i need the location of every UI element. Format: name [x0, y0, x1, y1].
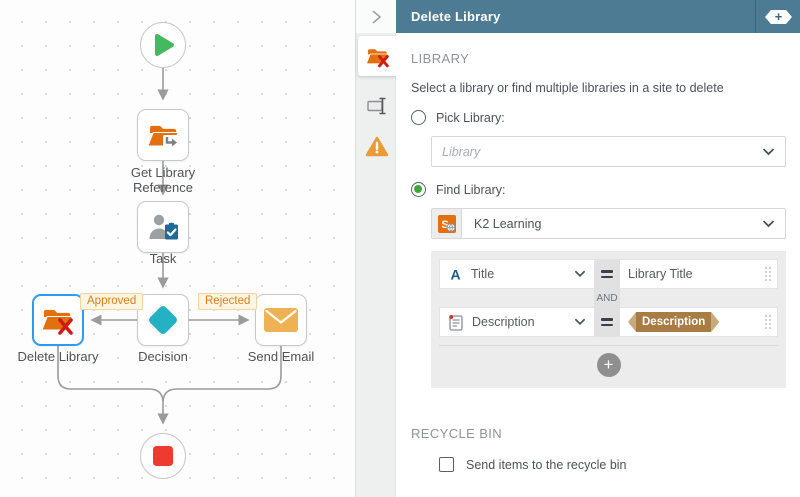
filter-row-description: Description Description: [439, 307, 778, 337]
filter-value-field[interactable]: Description: [620, 307, 778, 337]
tab-rename[interactable]: [358, 88, 396, 124]
site-icon-cell: S: [432, 209, 462, 238]
filter-value-field[interactable]: Library Title: [620, 259, 778, 289]
workflow-canvas[interactable]: Get Library Reference Task Decision: [0, 0, 355, 497]
folder-export-icon: [147, 125, 179, 149]
library-section-description: Select a library or find multiple librar…: [411, 81, 724, 95]
edge-label-rejected[interactable]: Rejected: [198, 293, 258, 310]
drag-handle-icon[interactable]: [763, 266, 773, 282]
filter-field-label: Description: [472, 315, 535, 329]
panel-body: LIBRARY Select a library or find multipl…: [396, 33, 800, 497]
folder-delete-icon: [41, 309, 73, 335]
folder-delete-icon: [365, 48, 389, 67]
properties-panel: Delete Library + LIBRARY Select a librar…: [355, 0, 800, 497]
find-library-dropdown[interactable]: S K2 Learning: [431, 208, 786, 239]
email-icon: [264, 308, 298, 332]
filter-operator-equals[interactable]: [594, 259, 620, 289]
send-email-node[interactable]: [255, 294, 307, 346]
filter-footer: +: [439, 345, 778, 380]
tab-warnings[interactable]: [358, 128, 396, 164]
filter-field-label: Title: [471, 267, 495, 281]
chevron-down-icon: [574, 270, 586, 278]
workflow-connectors: [57, 68, 282, 425]
svg-text:A: A: [450, 267, 460, 281]
svg-text:S: S: [441, 219, 448, 231]
chevron-down-icon: [762, 219, 775, 227]
user-task-icon: [149, 214, 178, 240]
filter-field-dropdown-description[interactable]: Description: [439, 307, 594, 337]
drag-handle-icon[interactable]: [763, 314, 773, 330]
filter-row-title: A Title Library Title: [439, 259, 778, 289]
sharepoint-site-icon: S: [437, 214, 456, 233]
library-filter-builder: A Title Library Title: [431, 251, 786, 388]
stop-icon: [153, 446, 173, 466]
tab-delete-library-settings[interactable]: [358, 36, 398, 76]
rename-icon: [366, 97, 385, 115]
find-library-label: Find Library:: [436, 182, 506, 197]
collapse-panel-button[interactable]: [356, 0, 396, 33]
text-field-icon: A: [450, 267, 460, 281]
recycle-bin-option[interactable]: Send items to the recycle bin: [439, 457, 785, 472]
pick-library-label: Pick Library:: [436, 110, 505, 125]
node-label: Task: [149, 251, 177, 266]
chevron-right-icon: [372, 9, 382, 24]
header-divider: [755, 0, 756, 33]
diamond-icon: [149, 306, 177, 334]
decision-node[interactable]: [137, 294, 189, 346]
pick-library-dropdown[interactable]: Library: [431, 136, 786, 167]
add-filter-button[interactable]: +: [596, 353, 621, 377]
chevron-down-icon: [574, 318, 586, 326]
delete-library-node[interactable]: [32, 294, 84, 346]
node-label: Get Library Reference: [130, 165, 196, 195]
panel-header: Delete Library +: [396, 0, 800, 33]
pick-library-option[interactable]: Pick Library:: [411, 110, 785, 125]
recycle-bin-checkbox[interactable]: [439, 457, 454, 472]
pick-library-placeholder: Library: [442, 144, 481, 159]
warning-icon: [365, 136, 389, 156]
panel-title: Delete Library: [411, 9, 501, 24]
node-label: Decision: [138, 349, 188, 364]
filter-field-dropdown-title[interactable]: A Title: [439, 259, 594, 289]
find-library-radio[interactable]: [411, 182, 426, 197]
panel-tab-strip: [356, 0, 398, 497]
filter-value-text: Library Title: [628, 267, 693, 281]
recycle-bin-section: RECYCLE BIN Send items to the recycle bi…: [411, 426, 785, 472]
find-library-option[interactable]: Find Library:: [411, 182, 785, 197]
filter-operator-equals[interactable]: [594, 307, 620, 337]
add-reference-button[interactable]: +: [765, 10, 792, 24]
filter-conjunction-row: AND: [439, 289, 778, 307]
note-icon: [449, 314, 463, 331]
node-label: Send Email: [247, 349, 315, 364]
play-icon: [155, 34, 174, 56]
equals-icon: [601, 267, 613, 281]
equals-icon: [601, 315, 613, 329]
library-section-heading: LIBRARY: [411, 51, 470, 66]
get-library-reference-node[interactable]: [137, 109, 189, 161]
description-field-tag[interactable]: Description: [628, 312, 719, 332]
task-node[interactable]: [137, 201, 189, 253]
pick-library-radio[interactable]: [411, 110, 426, 125]
recycle-bin-label: Send items to the recycle bin: [466, 457, 627, 472]
conjunction-label: AND: [594, 289, 620, 307]
edge-label-approved[interactable]: Approved: [80, 293, 144, 310]
end-node[interactable]: [140, 433, 186, 479]
recycle-bin-heading: RECYCLE BIN: [411, 426, 503, 441]
find-library-value: K2 Learning: [474, 216, 542, 231]
node-label: Delete Library: [17, 349, 99, 364]
chevron-down-icon: [762, 147, 775, 155]
start-node[interactable]: [140, 22, 186, 68]
